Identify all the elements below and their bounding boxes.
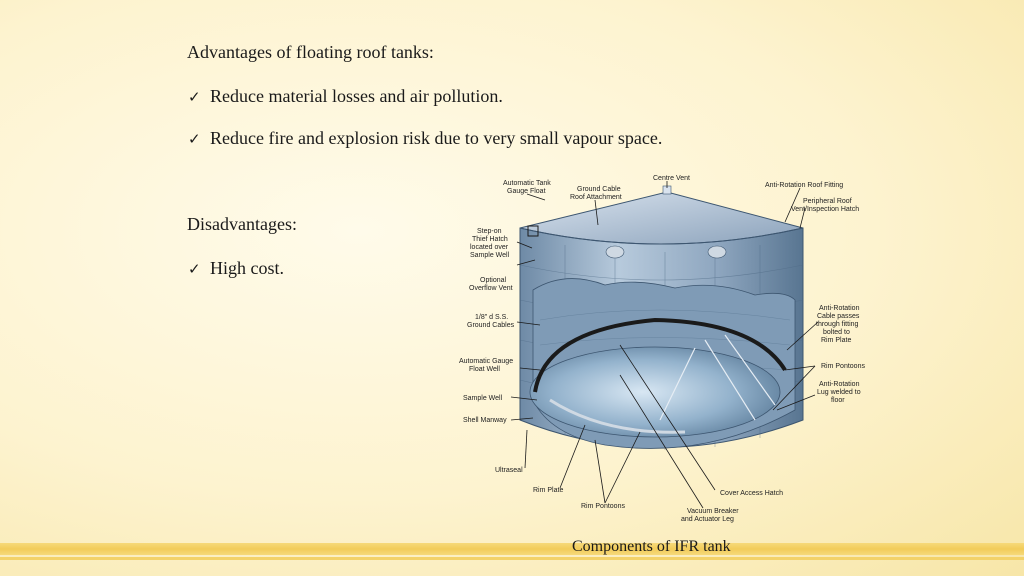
advantage-item-1: ✓ Reduce material losses and air polluti… — [188, 86, 503, 107]
label-centre-vent: Centre Vent — [653, 175, 690, 182]
label-ultraseal: Ultraseal — [495, 467, 523, 474]
disadvantages-heading: Disadvantages: — [187, 214, 297, 234]
checkmark-icon: ✓ — [188, 259, 201, 278]
advantage-item-text: Reduce material losses and air pollution… — [210, 86, 503, 106]
label-shell-manway: Shell Manway — [463, 417, 507, 424]
label-cover-access-hatch: Cover Access Hatch — [720, 490, 783, 497]
floating-roof-deck — [529, 346, 781, 438]
diagram-caption: Components of IFR tank — [572, 538, 731, 555]
disadvantage-item-1: ✓ High cost. — [188, 258, 284, 279]
advantages-heading: Advantages of floating roof tanks: — [187, 42, 434, 62]
checkmark-icon: ✓ — [188, 129, 201, 148]
label-rim-pontoons-right: Rim Pontoons — [821, 363, 865, 370]
disadvantage-item-text: High cost. — [210, 258, 284, 278]
footer-band — [0, 543, 1024, 555]
footer-band-thin — [0, 557, 1024, 560]
advantage-item-2: ✓ Reduce fire and explosion risk due to … — [188, 128, 662, 149]
label-anti-rotation-fitting: Anti-Rotation Roof Fitting — [765, 182, 843, 189]
checkmark-icon: ✓ — [188, 87, 201, 106]
label-rim-plate: Rim Plate — [533, 487, 563, 494]
label-sample-well: Sample Well — [463, 395, 503, 402]
label-rim-pontoons-bottom: Rim Pontoons — [581, 503, 625, 510]
advantage-item-text: Reduce fire and explosion risk due to ve… — [210, 128, 663, 148]
label-ground-cables: 1/8" d S.S.Ground Cables — [467, 314, 515, 329]
